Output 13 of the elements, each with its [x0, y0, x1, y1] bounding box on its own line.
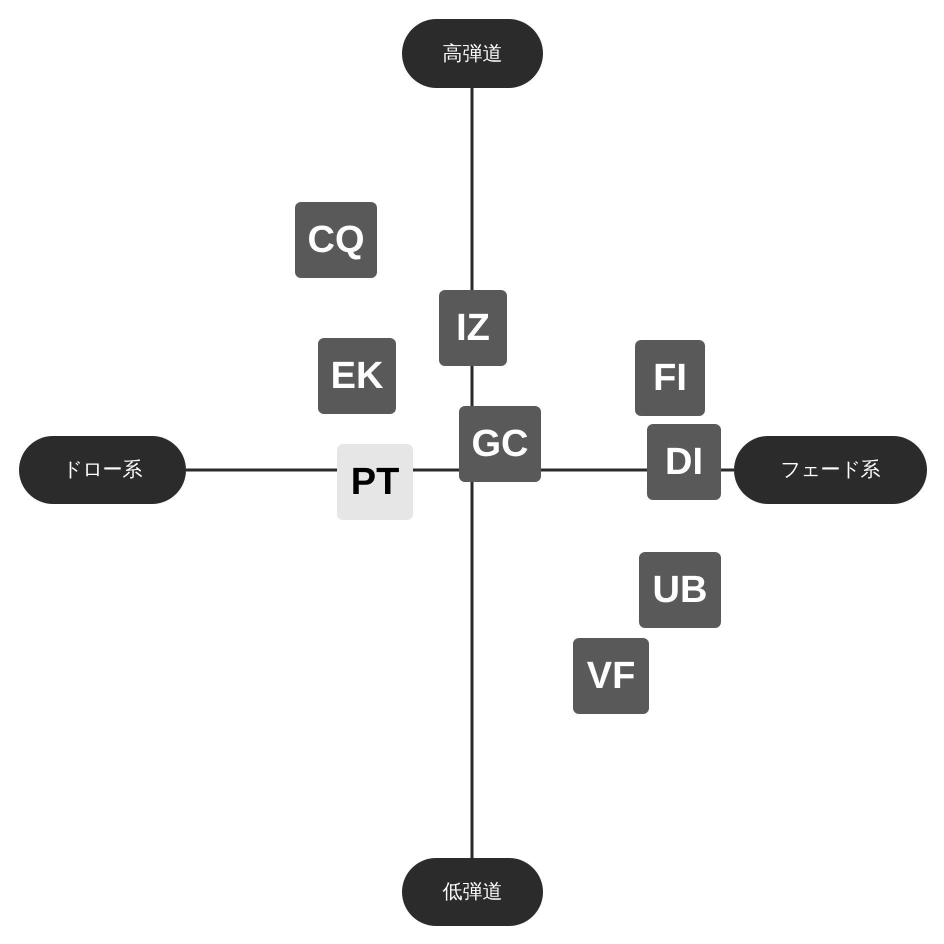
code-tile: GC [459, 406, 541, 482]
code-tile: CQ [295, 202, 377, 278]
axis-label-pill: 低弾道 [402, 858, 543, 926]
axis-label-pill: 高弾道 [402, 19, 543, 88]
code-tile: UB [639, 552, 721, 628]
axis-label-pill: フェード系 [734, 436, 927, 504]
code-tile: EK [318, 338, 396, 414]
code-tile: IZ [439, 290, 507, 366]
highlighted-code-tile: PT [337, 444, 413, 520]
code-tile: FI [635, 340, 705, 416]
code-tile: VF [573, 638, 649, 714]
axis-label-pill: ドロー系 [19, 436, 186, 504]
code-tile: DI [647, 424, 721, 500]
